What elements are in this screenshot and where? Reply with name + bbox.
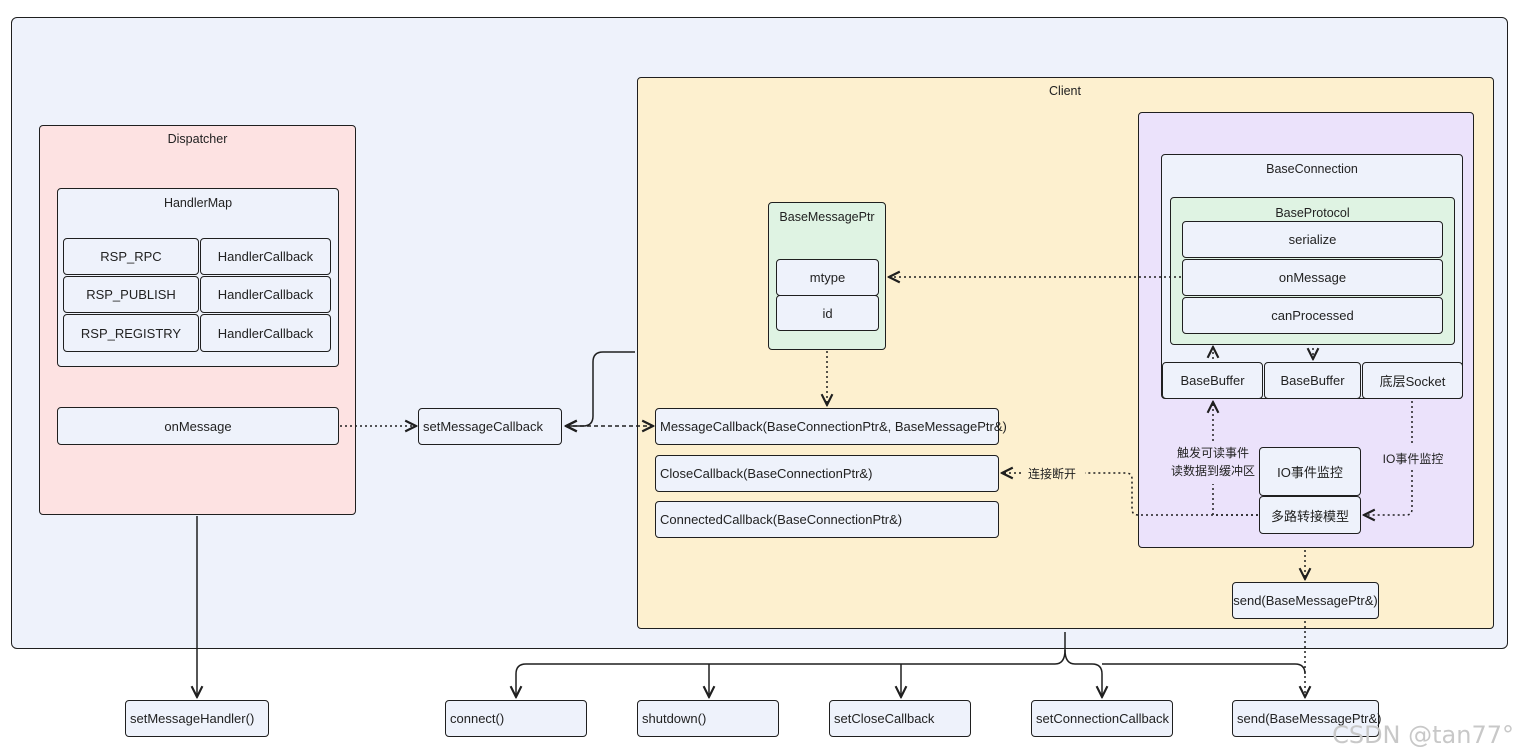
message-callback: MessageCallback(BaseConnectionPtr&, Base…	[655, 408, 1007, 445]
trigger-label-2: 读数据到缓冲区	[1170, 464, 1255, 478]
field-mtype: mtype	[776, 259, 879, 296]
shutdown-method: shutdown()	[637, 700, 779, 737]
protocol-on-message: onMessage	[1182, 259, 1443, 296]
handler-value-registry: HandlerCallback	[200, 314, 331, 352]
base-connection-title: BaseConnection	[1266, 162, 1358, 176]
set-message-handler: setMessageHandler()	[125, 700, 269, 737]
trigger-label-1: 触发可读事件	[1176, 446, 1249, 460]
underlying-socket: 底层Socket	[1362, 362, 1463, 399]
base-buffer-out: BaseBuffer	[1264, 362, 1361, 399]
handler-key-registry: RSP_REGISTRY	[63, 314, 199, 352]
set-close-callback: setCloseCallback	[829, 700, 971, 737]
client-fanout-left	[516, 649, 1066, 697]
handler-key-publish: RSP_PUBLISH	[63, 276, 199, 313]
handler-value-rpc: HandlerCallback	[200, 238, 331, 275]
set-message-callback: setMessageCallback	[418, 408, 562, 445]
protocol-serialize: serialize	[1182, 221, 1443, 258]
client-fanout-right	[1102, 663, 1306, 675]
set-connection-callback: setConnectionCallback	[1031, 700, 1173, 737]
send-method: send(BaseMessagePtr&)	[1232, 700, 1382, 737]
base-buffer-in: BaseBuffer	[1162, 362, 1263, 399]
connect-method: connect()	[445, 700, 587, 737]
close-callback: CloseCallback(BaseConnectionPtr&)	[655, 455, 999, 492]
base-message-ptr-title: BaseMessagePtr	[779, 210, 875, 224]
io-monitor: IO事件监控	[1259, 447, 1361, 496]
connected-callback: ConnectedCallback(BaseConnectionPtr&)	[655, 501, 999, 538]
multiplexing-model: 多路转接模型	[1259, 496, 1361, 534]
io-label: IO事件监控	[1382, 452, 1444, 466]
protocol-can-processed: canProcessed	[1182, 297, 1443, 334]
dispatcher-title: Dispatcher	[167, 132, 228, 146]
client-title: Client	[1049, 84, 1081, 98]
dispatcher-on-message: onMessage	[57, 407, 339, 445]
field-id: id	[776, 295, 879, 331]
send-inner: send(BaseMessagePtr&)	[1232, 582, 1379, 619]
handler-value-publish: HandlerCallback	[200, 276, 331, 313]
handler-map-title: HandlerMap	[163, 196, 233, 210]
handler-key-rpc: RSP_RPC	[63, 238, 199, 275]
disconnect-label: 连接断开	[1023, 466, 1081, 482]
base-protocol-title: BaseProtocol	[1275, 206, 1350, 220]
watermark: CSDN @tan77°	[1332, 721, 1514, 749]
